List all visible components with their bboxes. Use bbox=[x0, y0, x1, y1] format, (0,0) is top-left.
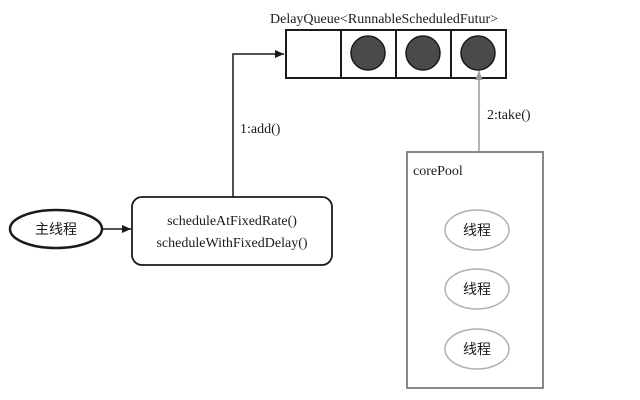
schedule-methods-box bbox=[131, 196, 333, 266]
queued-task-3 bbox=[460, 35, 496, 71]
add-arrow-label: 1:add() bbox=[240, 122, 281, 137]
pool-thread-1-label: 线程 bbox=[463, 223, 491, 239]
pool-thread-2 bbox=[444, 268, 510, 310]
pool-thread-1 bbox=[444, 209, 510, 251]
pool-thread-3 bbox=[444, 328, 510, 370]
queued-task-2 bbox=[405, 35, 441, 71]
add-arrow bbox=[232, 50, 284, 197]
core-pool-label: corePool bbox=[413, 164, 463, 179]
delay-queue-label: DelayQueue<RunnableScheduledFutur> bbox=[270, 12, 498, 27]
schedule-at-fixed-rate-label: scheduleAtFixedRate() bbox=[167, 214, 297, 229]
pool-thread-2-label: 线程 bbox=[463, 282, 491, 298]
delay-queue bbox=[285, 29, 507, 79]
take-arrow-label: 2:take() bbox=[487, 108, 531, 123]
pool-thread-3-label: 线程 bbox=[463, 342, 491, 358]
main-thread-label: 主线程 bbox=[35, 222, 77, 238]
queue-slot-1 bbox=[285, 29, 342, 79]
schedule-with-fixed-delay-label: scheduleWithFixedDelay() bbox=[156, 236, 307, 251]
queued-task-1 bbox=[350, 35, 386, 71]
